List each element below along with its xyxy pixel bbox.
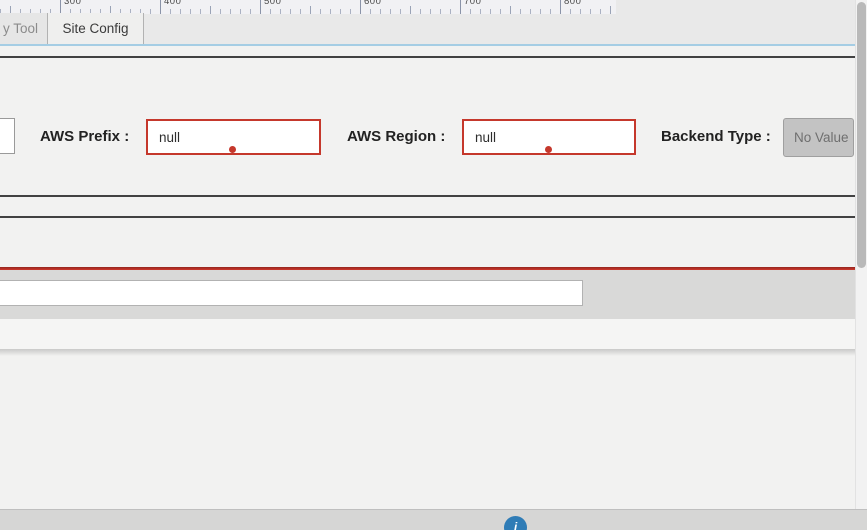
toolbar-text-input[interactable]	[0, 280, 583, 306]
top-strip: 300 400 500 600 700 800 y Tool Site Conf…	[0, 0, 855, 44]
validation-dot-icon	[545, 146, 552, 153]
ruler-label: 800	[564, 0, 582, 7]
aws-prefix-label: AWS Prefix :	[40, 128, 130, 145]
footer-divider	[0, 509, 867, 510]
backend-type-label: Backend Type :	[661, 128, 771, 145]
ruler-label: 600	[364, 0, 382, 7]
section-divider	[0, 56, 855, 58]
aws-region-label: AWS Region :	[347, 128, 446, 145]
ruler-label: 700	[464, 0, 482, 7]
content-header-band	[0, 319, 867, 349]
tab-site-config[interactable]: Site Config	[48, 13, 144, 44]
backend-type-select[interactable]: No Value	[783, 118, 854, 157]
footer-bar	[0, 510, 867, 530]
ruler-label: 400	[164, 0, 182, 7]
red-divider	[0, 267, 855, 270]
section-divider	[0, 216, 855, 218]
cutoff-left-input[interactable]	[0, 118, 15, 154]
header-shadow	[0, 349, 867, 356]
horizontal-ruler: 300 400 500 600 700 800	[0, 0, 616, 14]
tab-underline	[0, 44, 855, 46]
ruler-label: 500	[264, 0, 282, 7]
tab-tool[interactable]: y Tool	[0, 13, 48, 44]
aws-prefix-input[interactable]	[146, 119, 321, 155]
aws-region-input[interactable]	[462, 119, 636, 155]
ruler-label: 300	[64, 0, 82, 7]
validation-dot-icon	[229, 146, 236, 153]
section-divider	[0, 195, 855, 197]
vertical-scrollbar-thumb[interactable]	[857, 2, 866, 268]
info-icon[interactable]: i	[504, 516, 527, 530]
